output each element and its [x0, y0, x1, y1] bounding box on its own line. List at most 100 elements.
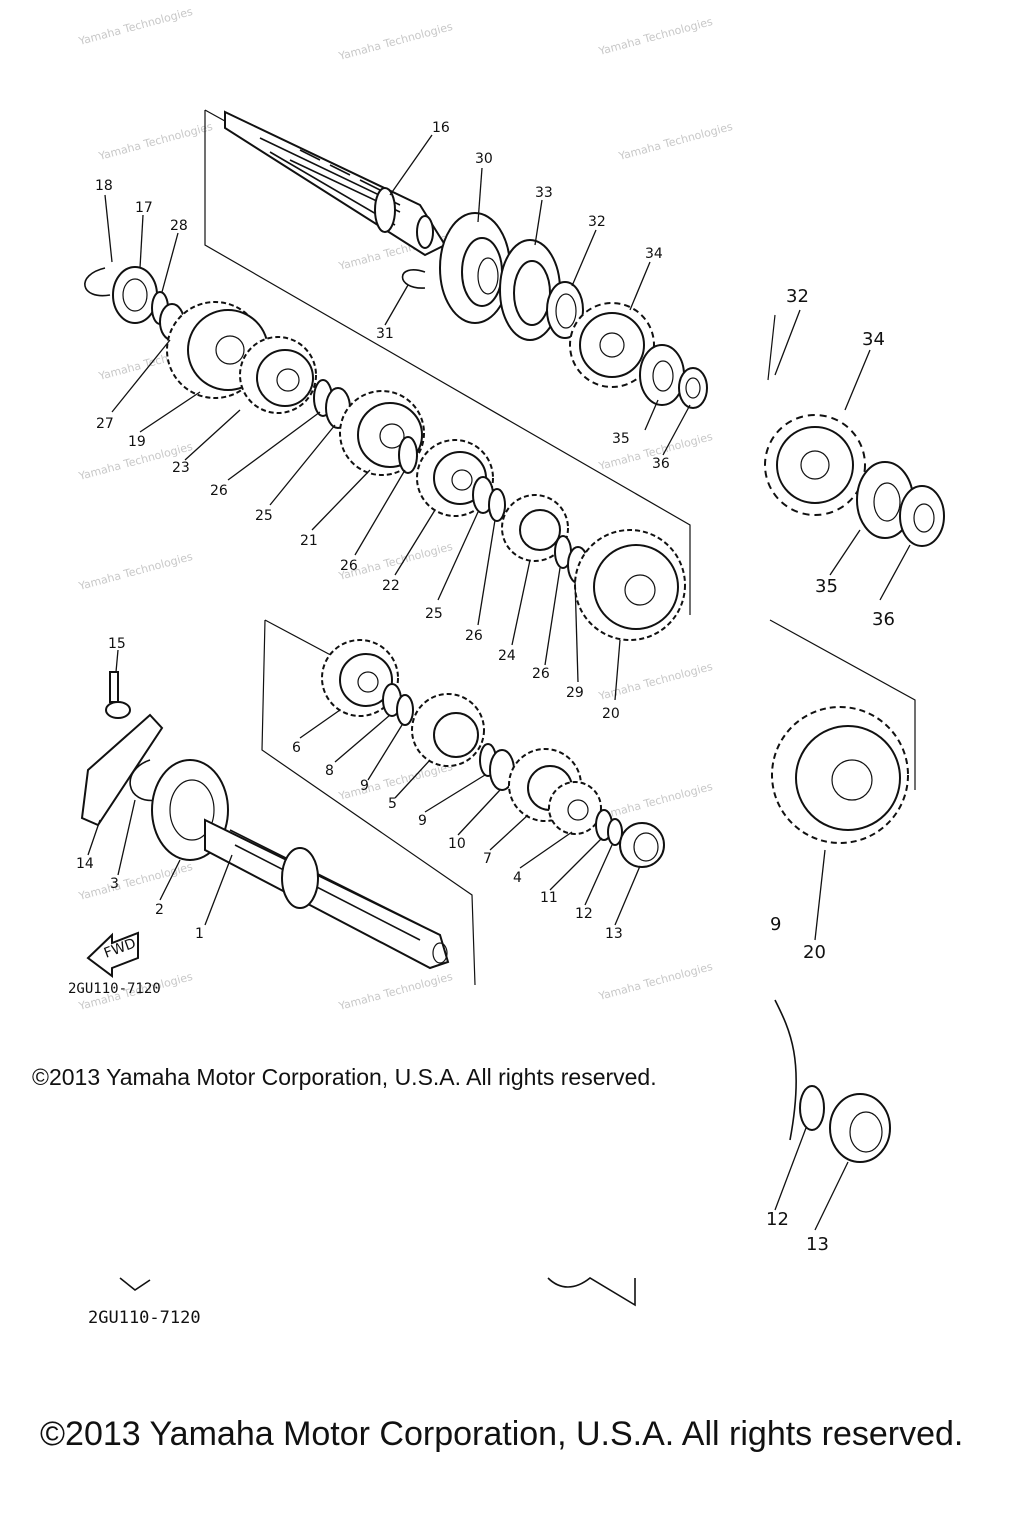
callout-8: 8 — [325, 763, 334, 779]
circlip-3 — [129, 759, 159, 802]
callout-25-b: 25 — [425, 606, 443, 622]
callout-12: 12 — [575, 906, 593, 922]
copyright-notice-inner: ©2013 Yamaha Motor Corporation, U.S.A. A… — [32, 1064, 657, 1090]
callout-23: 23 — [172, 460, 190, 476]
collar-32 — [546, 281, 584, 339]
watermark: Yamaha Technologies — [96, 120, 214, 163]
callout-20: 20 — [602, 706, 620, 722]
callout-14: 14 — [76, 856, 94, 872]
callout-26-c: 26 — [465, 628, 483, 644]
circlip-31 — [401, 269, 426, 289]
circlip-26-b — [398, 436, 418, 474]
gear-6 — [321, 639, 399, 717]
callout-9-a: 9 — [360, 778, 369, 794]
callout-34: 34 — [645, 246, 663, 262]
fwd-arrow-icon: FWD — [86, 931, 139, 978]
callout-5: 5 — [388, 796, 397, 812]
copyright-notice-outer: ©2013 Yamaha Motor Corporation, U.S.A. A… — [40, 1415, 964, 1453]
zoom-callout-36: 36 — [872, 609, 895, 630]
circlip-18 — [84, 267, 111, 297]
circlip-26-c — [488, 488, 506, 522]
callout-4: 4 — [513, 870, 522, 886]
callout-26-a: 26 — [210, 483, 228, 499]
zoom-callout-20: 20 — [803, 942, 826, 963]
watermark: Yamaha Technologies — [596, 960, 714, 1003]
watermark: Yamaha Technologies — [596, 780, 714, 823]
callouts: 16 30 33 32 34 18 17 28 31 35 36 27 19 2… — [76, 120, 670, 942]
screw-15 — [105, 671, 131, 719]
callout-3: 3 — [110, 876, 119, 892]
watermark: Yamaha Technologies — [616, 120, 734, 163]
drive-axle — [224, 110, 447, 257]
callout-33: 33 — [535, 185, 553, 201]
callout-29: 29 — [566, 685, 584, 701]
callout-25-a: 25 — [255, 508, 273, 524]
callout-1: 1 — [195, 926, 204, 942]
bearing-13 — [619, 822, 665, 868]
zoom-bearing-13 — [829, 1093, 891, 1163]
watermark: Yamaha Technologies — [596, 15, 714, 58]
zoom-callout-9: 9 — [770, 914, 781, 935]
callout-17: 17 — [135, 200, 153, 216]
callout-27: 27 — [96, 416, 114, 432]
callout-2: 2 — [155, 902, 164, 918]
zoom-callout-12: 12 — [766, 1209, 789, 1230]
watermark: Yamaha Technologies — [336, 970, 454, 1013]
zoom-nut-36 — [899, 485, 945, 547]
zoom-sprocket-34 — [764, 414, 866, 516]
callout-28: 28 — [170, 218, 188, 234]
gear-5 — [411, 693, 485, 767]
watermark: Yamaha Technologies — [596, 660, 714, 703]
watermark: Yamaha Technologies — [336, 20, 454, 63]
callout-26-d: 26 — [532, 666, 550, 682]
figure-code-inner: 2GU110-7120 — [68, 981, 161, 997]
zoom-circlip-12 — [799, 1085, 825, 1131]
callout-36: 36 — [652, 456, 670, 472]
callout-22: 22 — [382, 578, 400, 594]
lower-assembly-frame — [261, 619, 476, 986]
gear-23 — [239, 336, 317, 414]
callout-26-b: 26 — [340, 558, 358, 574]
zoom-callout-13: 13 — [806, 1234, 829, 1255]
callout-30: 30 — [475, 151, 493, 167]
bearing-30 — [439, 212, 511, 324]
gear-20 — [574, 529, 686, 641]
callout-21: 21 — [300, 533, 318, 549]
callout-7: 7 — [483, 851, 492, 867]
callout-18: 18 — [95, 178, 113, 194]
callout-19: 19 — [128, 434, 146, 450]
zoom-layer: 32 34 35 36 9 20 12 13 2GU110-7120 — [88, 286, 945, 1328]
callout-11: 11 — [540, 890, 558, 906]
watermark: Yamaha Technologies — [76, 5, 194, 48]
callout-10: 10 — [448, 836, 466, 852]
zoom-callout-34: 34 — [862, 329, 885, 350]
callout-6: 6 — [292, 740, 301, 756]
lock-washer-35 — [639, 344, 685, 406]
bearing-stopper-14 — [80, 713, 164, 827]
nut-36 — [678, 367, 708, 409]
callout-15: 15 — [108, 636, 126, 652]
zoom-callout-35: 35 — [815, 576, 838, 597]
circlip-12 — [607, 818, 623, 846]
callout-35: 35 — [612, 431, 630, 447]
watermark: Yamaha Technologies — [76, 550, 194, 593]
circlip-9-a — [396, 694, 414, 726]
gear-4 — [548, 781, 602, 835]
zoom-gear-20 — [771, 706, 909, 844]
callout-31: 31 — [376, 326, 394, 342]
gear-24 — [501, 494, 569, 562]
callout-24: 24 — [498, 648, 516, 664]
callout-16: 16 — [432, 120, 450, 136]
bearing-17 — [112, 266, 158, 324]
callout-32: 32 — [588, 214, 606, 230]
callout-13: 13 — [605, 926, 623, 942]
leader-lines — [87, 134, 691, 926]
callout-9-b: 9 — [418, 813, 427, 829]
oil-seal-33 — [499, 239, 561, 341]
zoom-callout-32: 32 — [786, 286, 809, 307]
sprocket-34 — [569, 302, 655, 388]
gear-19 — [166, 301, 269, 399]
main-axle-1 — [204, 818, 450, 970]
figure-code-outer: 2GU110-7120 — [88, 1308, 201, 1328]
